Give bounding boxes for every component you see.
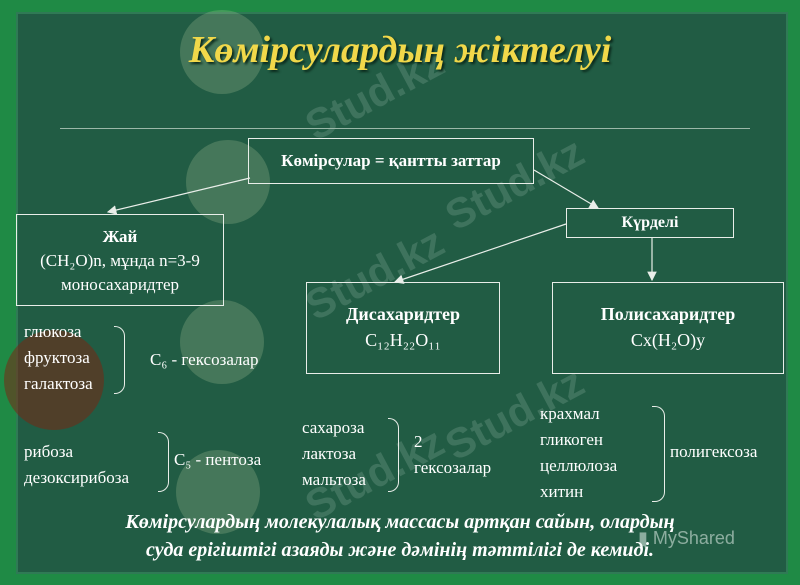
disaccharide-label-num: 2 bbox=[414, 432, 423, 451]
myshared-label: MyShared bbox=[652, 528, 735, 548]
disaccharide-item: лактоза bbox=[302, 444, 357, 463]
watermark-logo-icon bbox=[180, 10, 264, 94]
title-divider bbox=[60, 128, 750, 129]
complex-label: Күрделі bbox=[621, 214, 679, 231]
arrow-to-disaccharides bbox=[393, 223, 567, 284]
decorative-circle bbox=[4, 330, 104, 430]
pentose-label: C₅ - пентоза bbox=[174, 450, 262, 469]
hexose-label: C₆ - гексозалар bbox=[150, 350, 259, 369]
disaccharides-formula: C₁₂H₂₂O₁₁ bbox=[365, 330, 441, 350]
disaccharides-box: Дисахаридтер C₁₂H₂₂O₁₁ bbox=[306, 282, 500, 374]
disaccharide-brace bbox=[388, 418, 399, 492]
polysaccharides-formula: Cx(H₂O)y bbox=[630, 330, 706, 350]
simple-box: Жай (CH₂O)n, мұнда n=3-9 моносахаридтер bbox=[16, 214, 224, 306]
footer-note: Көмірсулардың молекулалық массасы артқан… bbox=[0, 508, 800, 564]
simple-sub: моносахаридтер bbox=[60, 275, 180, 294]
footer-line-1: Көмірсулардың молекулалық массасы артқан… bbox=[125, 511, 675, 533]
simple-formula: (CH₂O)n, мұнда n=3-9 bbox=[40, 251, 200, 270]
hexose-item: глюкоза bbox=[24, 322, 82, 341]
watermark-logo-icon bbox=[176, 450, 260, 534]
polysaccharide-item: крахмал bbox=[540, 404, 600, 423]
disaccharide-label: гексозалар bbox=[414, 458, 492, 477]
slide-title: Көмірсулардың жіктелуі bbox=[188, 29, 612, 71]
hexose-brace bbox=[114, 326, 125, 394]
arrow-to-complex bbox=[533, 169, 600, 209]
pentose-item: рибоза bbox=[24, 442, 74, 461]
polysaccharides-label: Полисахаридтер bbox=[600, 304, 736, 324]
simple-label: Жай bbox=[102, 227, 138, 246]
hexose-item: фруктоза bbox=[24, 348, 90, 367]
polysaccharides-box: Полисахаридтер Cx(H₂O)y bbox=[552, 282, 784, 374]
polysaccharide-brace bbox=[652, 406, 665, 502]
disaccharide-item: сахароза bbox=[302, 418, 365, 437]
disaccharide-item: мальтоза bbox=[302, 470, 366, 489]
pentose-brace bbox=[158, 432, 169, 492]
myshared-watermark: ▮ MyShared bbox=[638, 528, 735, 548]
carbohydrates-label: Көмірсулар = қантты заттар bbox=[281, 151, 501, 170]
polysaccharide-item: гликоген bbox=[540, 430, 603, 449]
disaccharides-label: Дисахаридтер bbox=[345, 304, 461, 324]
watermark-logo-icon bbox=[186, 140, 270, 224]
hexose-item: галактоза bbox=[24, 374, 93, 393]
polysaccharide-item: хитин bbox=[540, 482, 584, 501]
footer-line-2: суда ерігіштігі азаяды және дәмінің тәтт… bbox=[145, 539, 655, 561]
polysaccharide-label: полигексоза bbox=[670, 442, 758, 461]
watermark-logo-icon bbox=[180, 300, 264, 384]
polysaccharide-item: целлюлоза bbox=[540, 456, 618, 475]
carbohydrates-box: Көмірсулар = қантты заттар bbox=[248, 138, 534, 184]
arrow-to-simple bbox=[106, 177, 251, 215]
slide-board bbox=[16, 12, 788, 574]
pentose-item: дезоксирибоза bbox=[24, 468, 130, 487]
complex-box: Күрделі bbox=[566, 208, 734, 238]
